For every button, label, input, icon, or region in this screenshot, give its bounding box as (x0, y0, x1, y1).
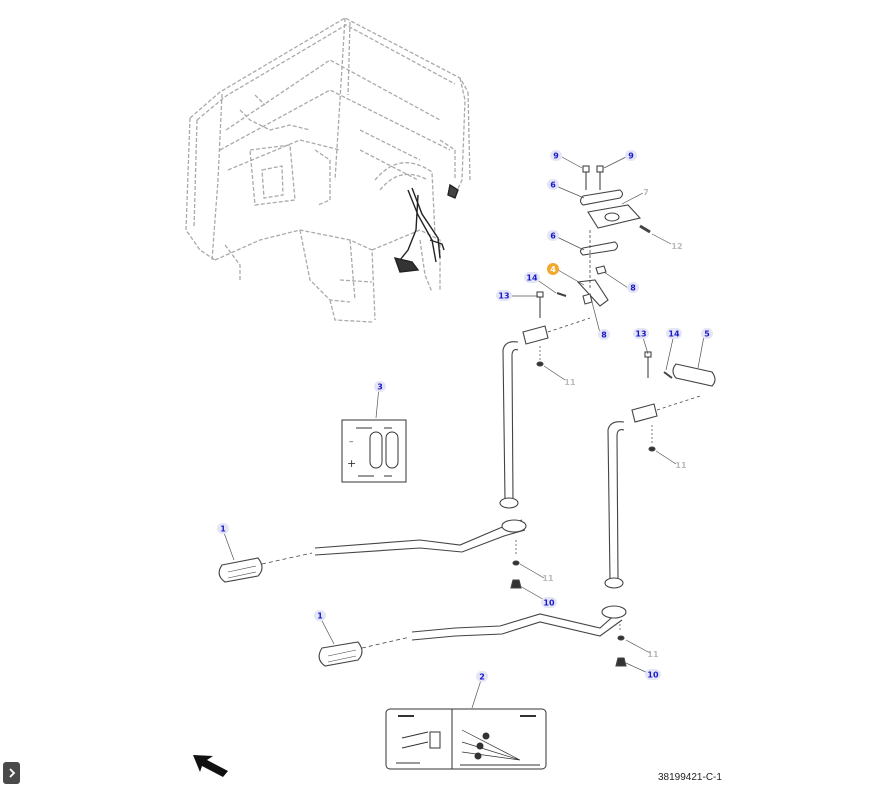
svg-text:14: 14 (668, 330, 680, 339)
svg-text:10: 10 (543, 599, 555, 608)
upper-bracket-assembly (536, 165, 651, 318)
callout-11[interactable]: 11 (542, 574, 554, 583)
callout-11[interactable]: 11 (647, 650, 659, 659)
svg-text:6: 6 (550, 181, 556, 190)
callout-10[interactable]: 10 (645, 669, 661, 680)
svg-text:11: 11 (647, 650, 659, 659)
svg-text:13: 13 (635, 330, 646, 339)
cab-frame (185, 17, 471, 323)
svg-text:9: 9 (628, 152, 634, 161)
expand-panel-button[interactable] (3, 762, 20, 784)
svg-text:13: 13 (498, 292, 509, 301)
svg-text:6: 6 (550, 232, 556, 241)
callout-9[interactable]: 9 (550, 150, 562, 161)
svg-text:1: 1 (220, 525, 226, 534)
callout-2[interactable]: 2 (476, 671, 488, 682)
callout-5[interactable]: 5 (701, 328, 713, 339)
callout-8[interactable]: 8 (627, 282, 639, 293)
svg-text:3: 3 (377, 383, 383, 392)
svg-text:10: 10 (647, 671, 659, 680)
callout-13[interactable]: 13 (496, 290, 512, 301)
svg-text:–: – (349, 437, 354, 447)
svg-text:8: 8 (630, 284, 636, 293)
svg-text:12: 12 (671, 242, 682, 251)
svg-text:11: 11 (564, 378, 576, 387)
svg-text:4: 4 (550, 265, 556, 274)
callout-4[interactable]: 4 (547, 263, 559, 275)
svg-text:11: 11 (542, 574, 554, 583)
upper-shift-lever (218, 519, 527, 589)
callout-14[interactable]: 14 (666, 328, 682, 339)
callout-7[interactable]: 7 (643, 188, 649, 197)
svg-text:7: 7 (643, 188, 649, 197)
callout-14[interactable]: 14 (524, 272, 540, 283)
left-lever-rod (499, 317, 591, 509)
leader-lines (222, 156, 705, 709)
callout-1[interactable]: 1 (217, 523, 229, 534)
svg-text:9: 9 (553, 152, 559, 161)
callout-12[interactable]: 12 (671, 242, 682, 251)
figure-id: 38199421-C-1 (658, 772, 722, 783)
shift-pattern-decal: – + (341, 419, 407, 483)
cab-lever-assembly (393, 183, 459, 273)
callout-8[interactable]: 8 (598, 329, 610, 340)
callouts: 9 9 6 7 6 12 4 8 14 13 8 13 14 5 11 3 11… (217, 150, 713, 682)
callout-9[interactable]: 9 (625, 150, 637, 161)
direction-arrow-icon (193, 755, 228, 777)
callout-11[interactable]: 11 (564, 378, 576, 387)
callout-11[interactable]: 11 (675, 461, 687, 470)
callout-6[interactable]: 6 (547, 230, 559, 241)
callout-6[interactable]: 6 (547, 179, 559, 190)
svg-text:11: 11 (675, 461, 687, 470)
svg-text:14: 14 (526, 274, 538, 283)
callout-1[interactable]: 1 (314, 610, 326, 621)
callout-3[interactable]: 3 (374, 381, 386, 392)
svg-text:5: 5 (704, 330, 710, 339)
operation-decal (385, 708, 547, 770)
chevron-right-icon (8, 768, 15, 778)
svg-text:2: 2 (479, 673, 485, 682)
right-lever-rod (604, 351, 716, 589)
callout-10[interactable]: 10 (541, 597, 557, 608)
callout-13[interactable]: 13 (633, 328, 649, 339)
lower-shift-lever (318, 605, 627, 667)
svg-text:+: + (347, 457, 356, 470)
svg-text:1: 1 (317, 612, 323, 621)
svg-text:8: 8 (601, 331, 607, 340)
